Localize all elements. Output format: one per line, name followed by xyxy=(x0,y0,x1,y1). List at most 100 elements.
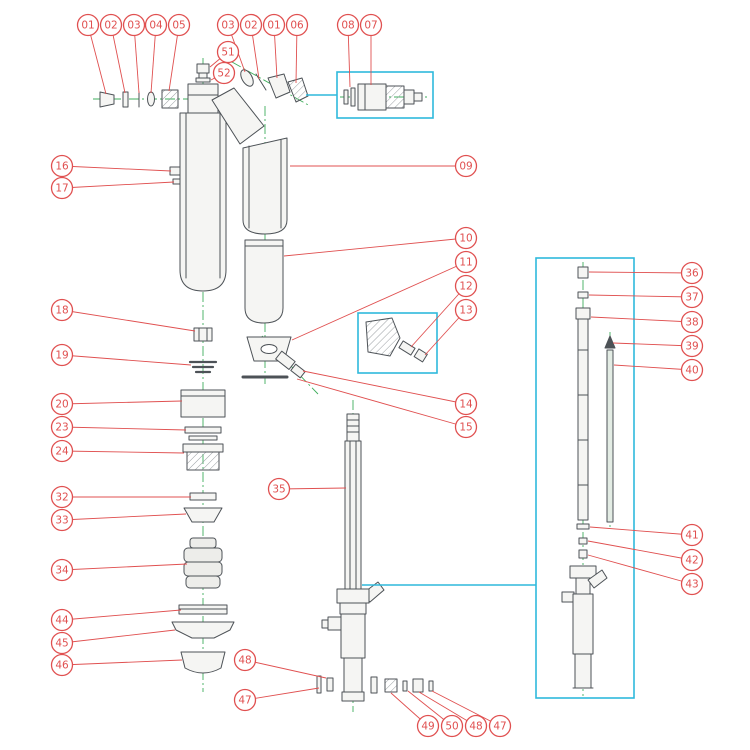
leader-line-35 xyxy=(278,487,347,490)
shock-body xyxy=(169,112,227,292)
callout-47: 47 xyxy=(233,688,257,712)
leader-line-10 xyxy=(283,237,467,257)
foot-part xyxy=(574,653,592,689)
callout-number: 06 xyxy=(290,20,304,32)
callout-24: 24 xyxy=(50,439,74,463)
callout-circle xyxy=(454,154,478,178)
callout-circle xyxy=(359,13,383,37)
callout-circle xyxy=(680,523,704,547)
callout-number: 42 xyxy=(685,555,698,567)
leader-line-46 xyxy=(61,659,183,666)
shim-stack-part xyxy=(188,435,218,441)
callout-circle xyxy=(212,61,236,85)
callout-circle xyxy=(680,310,704,334)
leader-line-23 xyxy=(61,426,187,431)
washer-part xyxy=(189,492,217,501)
callout-50: 50 xyxy=(440,714,464,738)
callout-number: 09 xyxy=(459,161,472,173)
callout-circle xyxy=(144,13,168,37)
leader-line-20 xyxy=(61,400,183,405)
cap-knurl-part xyxy=(385,85,405,109)
callout-circle xyxy=(50,439,74,463)
callout-circle xyxy=(50,298,74,322)
leader-line-04 xyxy=(150,24,157,94)
callout-number: 47 xyxy=(238,695,251,707)
seal-cup-part xyxy=(171,621,235,639)
screw-part xyxy=(398,340,416,356)
callout-circle xyxy=(216,40,240,64)
callout-circle xyxy=(50,392,74,416)
callout-circle xyxy=(454,274,478,298)
leader-line-42 xyxy=(587,540,693,561)
callout-01: 01 xyxy=(262,13,286,37)
leader-line-03 xyxy=(133,24,140,94)
adjuster-knob-part xyxy=(327,616,342,631)
callout-07: 07 xyxy=(359,13,383,37)
callout-13: 13 xyxy=(454,298,478,322)
rod-head-part xyxy=(575,307,591,320)
callout-number: 33 xyxy=(55,515,68,527)
leader-line-24 xyxy=(61,450,185,454)
leader-line-15 xyxy=(296,378,467,428)
callout-number: 44 xyxy=(55,615,69,627)
lower-tube-part xyxy=(343,657,363,693)
bump-stop-bottom xyxy=(185,575,221,589)
callout-51: 51 xyxy=(216,40,240,64)
arm-part xyxy=(587,569,608,589)
leader-line-40 xyxy=(613,364,693,371)
callout-45: 45 xyxy=(50,631,74,655)
washer-part xyxy=(316,675,322,694)
cap-part xyxy=(187,83,219,114)
piston-flange-part xyxy=(182,443,224,453)
callout-49: 49 xyxy=(416,714,440,738)
leader-line-12 xyxy=(410,285,467,348)
valve-part xyxy=(275,350,296,370)
callout-18: 18 xyxy=(50,298,74,322)
reservoir-end-parts xyxy=(240,69,309,103)
leader-line-47 xyxy=(244,687,320,701)
callout-05: 05 xyxy=(167,13,191,37)
cap-neck-part xyxy=(403,89,415,105)
callout-33: 33 xyxy=(50,508,74,532)
seal-head-part xyxy=(336,588,370,604)
callout-number: 32 xyxy=(55,492,68,504)
washer-part xyxy=(122,91,129,108)
shaft-end-parts xyxy=(316,675,434,694)
spacer-part xyxy=(193,327,213,342)
callout-circle xyxy=(233,648,257,672)
callout-10: 10 xyxy=(454,226,478,250)
callout-circle xyxy=(50,558,74,582)
callout-16: 16 xyxy=(50,154,74,178)
callout-circle xyxy=(262,13,286,37)
rod-detail-box xyxy=(535,257,635,699)
callout-37: 37 xyxy=(680,285,704,309)
highlight-boxes-layer xyxy=(306,71,635,699)
cone-part xyxy=(99,91,115,108)
callout-number: 15 xyxy=(459,422,472,434)
callout-number: 47 xyxy=(493,721,506,733)
callout-circle xyxy=(216,13,240,37)
needle-rod-part xyxy=(606,349,614,523)
nut-part xyxy=(578,549,588,559)
washer-part xyxy=(195,77,211,83)
callout-52: 52 xyxy=(212,61,236,85)
callout-41: 41 xyxy=(680,523,704,547)
leader-line-48 xyxy=(244,659,327,679)
callout-number: 38 xyxy=(685,317,698,329)
callout-14: 14 xyxy=(454,392,478,416)
callout-circle xyxy=(267,477,291,501)
callout-19: 19 xyxy=(50,343,74,367)
callout-47: 47 xyxy=(488,714,512,738)
callout-40: 40 xyxy=(680,358,704,382)
callout-number: 05 xyxy=(172,20,185,32)
callout-circle xyxy=(50,608,74,632)
leader-line-37 xyxy=(588,294,693,298)
bleed-screw-part xyxy=(169,166,181,176)
callout-circle xyxy=(50,631,74,655)
leader-line-02 xyxy=(110,24,126,94)
leader-line-43 xyxy=(587,554,693,585)
bolt-shank-part xyxy=(198,72,208,79)
callout-46: 46 xyxy=(50,653,74,677)
